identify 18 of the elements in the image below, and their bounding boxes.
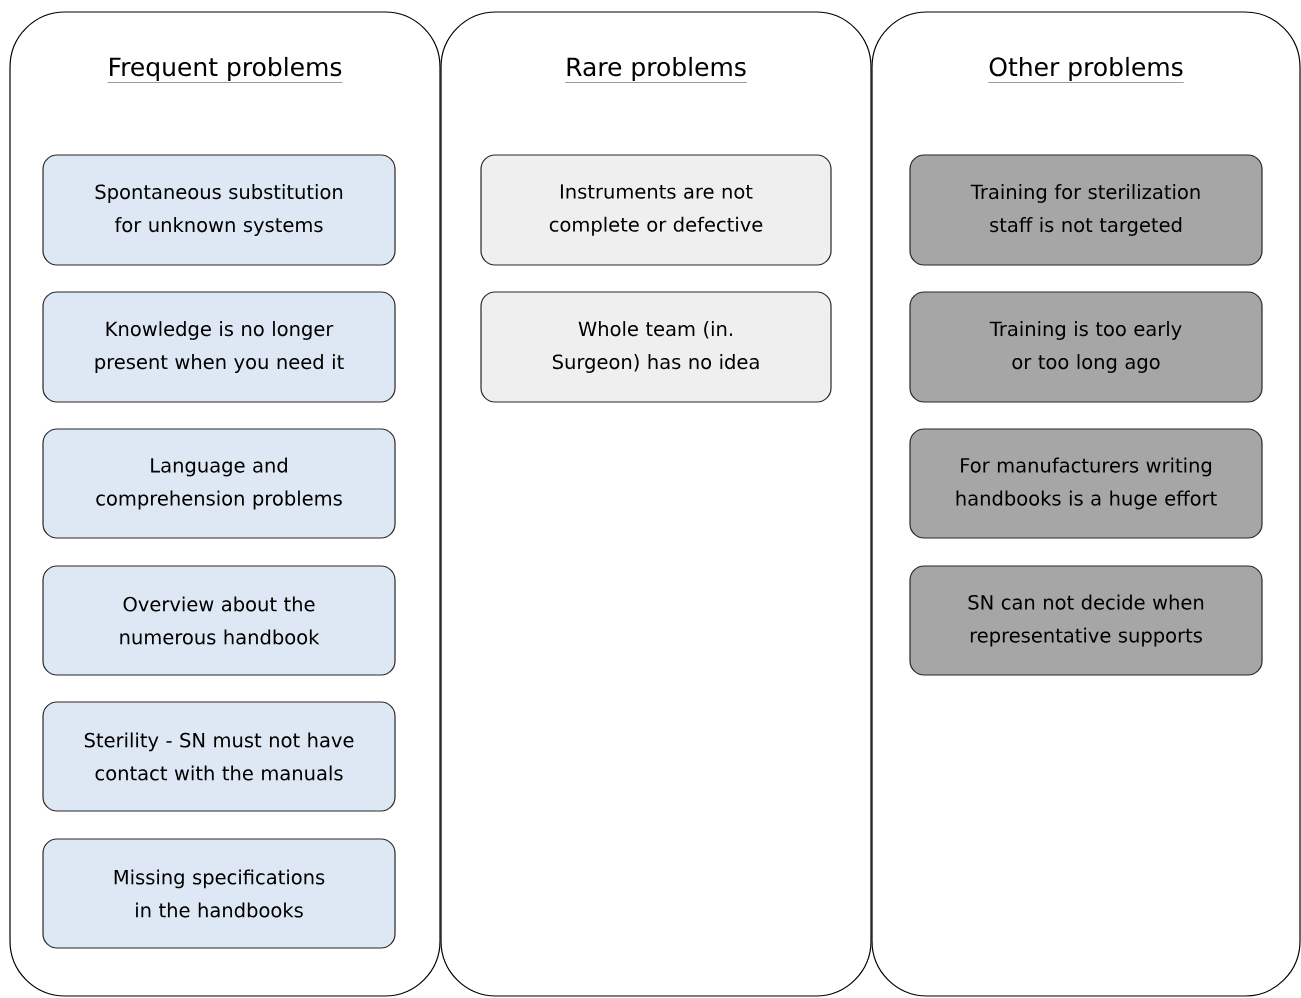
column-panel	[440, 11, 872, 997]
column-heading: Rare problems	[564, 56, 748, 83]
problem-box: Spontaneous substitution for unknown systems	[42, 154, 396, 266]
problem-box: Training for sterilization staff is not targeted	[909, 154, 1263, 266]
problem-box: Knowledge is no longer present when you need it	[42, 291, 396, 403]
problem-box: Whole team (in. Surgeon) has no idea	[480, 291, 832, 403]
column-panel	[9, 11, 441, 997]
problem-box: Language and comprehension problems	[42, 428, 396, 539]
column-heading: Other problems	[988, 56, 1184, 83]
problem-box: Overview about the numerous handbook	[42, 565, 396, 676]
column-panel	[871, 11, 1301, 997]
problem-box: Sterility - SN must not have contact with the manuals	[42, 701, 396, 812]
problem-box: SN can not decide when representative supports	[909, 565, 1263, 676]
column-heading: Frequent problems	[107, 56, 343, 83]
problem-box: Training is too early or too long ago	[909, 291, 1263, 403]
problem-box: Missing specifications in the handbooks	[42, 838, 396, 949]
problem-box: For manufacturers writing handbooks is a huge effort	[909, 428, 1263, 539]
problem-box: Instruments are not complete or defective	[480, 154, 832, 266]
